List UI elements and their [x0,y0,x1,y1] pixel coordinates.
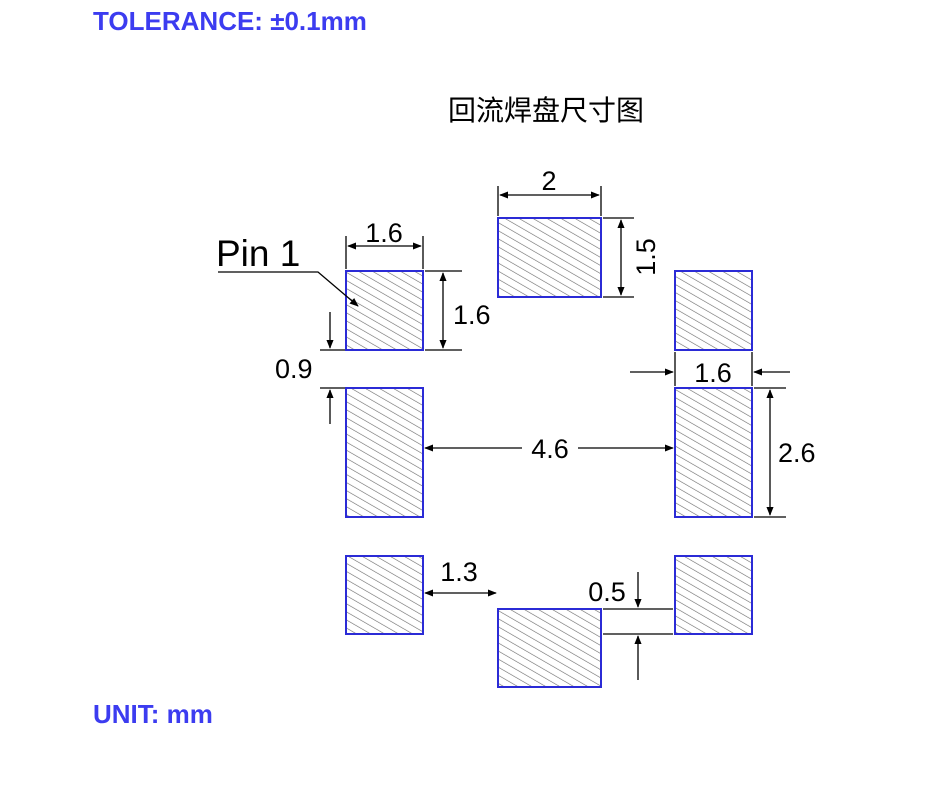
pad-bottom-center [497,608,602,688]
dim-label-bottom-offset: 0.5 [588,577,626,607]
pad-top-center [497,217,602,298]
dim-label-pin1-height: 1.6 [453,300,491,330]
unit-note: UNIT: mm [93,699,213,729]
dim-label-top-pad-width: 2 [541,166,556,196]
dim-label-right-pad-width: 1.6 [694,358,732,388]
dim-label-center-span: 4.6 [531,434,569,464]
dim-label-pin1-width: 1.6 [365,218,403,248]
diagram-title: 回流焊盘尺寸图 [448,94,644,127]
pin1-leader-line [218,271,359,307]
pin1-label: Pin 1 [216,233,300,274]
pad-bottom-right [674,555,753,635]
dim-label-bottom-gap: 1.3 [440,557,478,587]
pad-right-large [674,387,753,518]
dim-label-right-pad-height: 2.6 [778,438,816,468]
tolerance-note: TOLERANCE: ±0.1mm [93,6,367,36]
dim-label-top-pad-height: 1.5 [631,238,661,276]
pad-bottom-left [345,555,424,635]
pad-top-right [674,270,753,351]
pad-pin1 [345,270,424,351]
dim-label-pin-gap: 0.9 [275,354,313,384]
pad-left-large [345,387,424,518]
